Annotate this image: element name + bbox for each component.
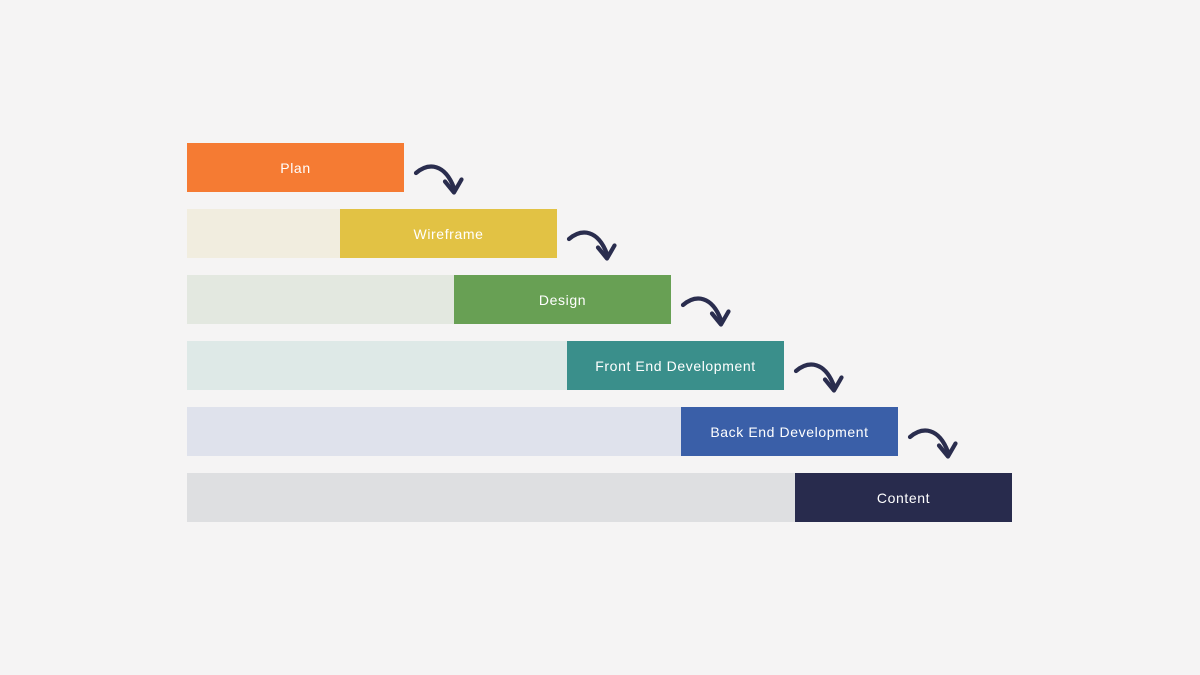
phase-label: Wireframe — [413, 225, 484, 242]
phase-track — [187, 407, 681, 456]
curved-arrow-icon — [566, 230, 617, 261]
phase-label: Front End Development — [595, 357, 756, 374]
phase-label: Back End Development — [710, 423, 869, 440]
phase-bar: Design — [454, 275, 671, 324]
phase-bar: Wireframe — [340, 209, 557, 258]
phase-bar: Front End Development — [567, 341, 784, 390]
curved-arrow-icon — [680, 296, 731, 327]
phase-bar: Back End Development — [681, 407, 898, 456]
phase-label: Plan — [280, 159, 311, 176]
curved-arrow-icon — [793, 362, 844, 393]
curved-arrow-icon — [907, 428, 958, 459]
phase-label: Design — [538, 291, 587, 308]
phase-bar: Plan — [187, 143, 404, 192]
phase-label: Content — [876, 489, 931, 506]
phase-bar: Content — [795, 473, 1012, 522]
phase-track — [187, 209, 340, 258]
phase-track — [187, 473, 795, 522]
phase-track — [187, 275, 454, 324]
curved-arrow-icon — [413, 164, 464, 195]
phase-track — [187, 341, 567, 390]
